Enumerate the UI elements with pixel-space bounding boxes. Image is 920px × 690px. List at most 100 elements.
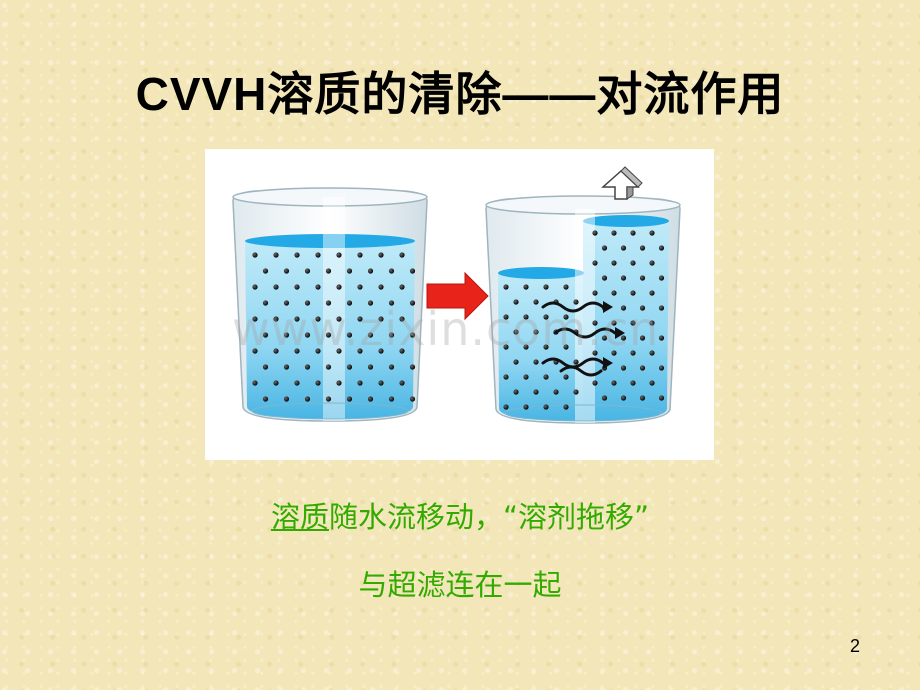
solute-particle — [283, 396, 290, 402]
caption-solute: 溶质 — [270, 500, 329, 534]
solute-particle — [304, 300, 311, 306]
solute-particle — [543, 374, 549, 380]
solute-particle — [252, 348, 258, 354]
solute-particle — [336, 380, 342, 386]
solute-particle — [658, 245, 665, 251]
solute-particle — [658, 275, 665, 281]
solute-particle — [252, 316, 258, 322]
left-beaker — [232, 187, 428, 422]
solute-particle — [399, 380, 405, 386]
caption-line-1-text: 随水流移动，“溶剂拖移” — [328, 500, 650, 534]
solute-particle — [378, 284, 384, 290]
solute-particle — [563, 374, 569, 380]
solute-particle — [503, 404, 509, 410]
solute-particle — [283, 300, 290, 306]
solute-particle — [346, 396, 353, 402]
solute-particle — [601, 335, 608, 341]
solute-particles-right — [503, 230, 665, 410]
solute-particle — [620, 395, 627, 401]
solute-particle — [639, 395, 646, 401]
solute-particle — [611, 350, 617, 356]
solute-particle — [367, 268, 374, 274]
solute-particle — [388, 396, 395, 402]
caption-line-2: 与超滤连在一起 — [358, 568, 562, 602]
solute-particles-left — [252, 252, 416, 402]
solute-particle — [620, 245, 627, 251]
solute-particle — [336, 348, 342, 354]
solute-particle — [357, 316, 363, 322]
solute-particle — [573, 389, 579, 395]
solute-particle — [294, 380, 300, 386]
beaker-illustration: www.zixin.com.cn — [205, 149, 714, 460]
solute-particle — [620, 305, 627, 311]
solute-particle — [325, 396, 332, 402]
solute-particle — [409, 268, 416, 274]
solute-particle — [294, 284, 300, 290]
solute-particle — [262, 396, 269, 402]
solute-particle — [252, 380, 258, 386]
up-arrow-icon — [601, 166, 643, 200]
red-arrow-icon — [426, 271, 489, 321]
solute-particle — [649, 320, 655, 326]
solute-particle — [252, 284, 258, 290]
solute-particle — [649, 260, 655, 266]
solute-particle — [503, 374, 509, 380]
solute-particle — [563, 404, 569, 410]
solute-particle — [325, 364, 332, 370]
solute-particle — [592, 230, 598, 236]
solute-particle — [388, 364, 395, 370]
solute-particle — [533, 359, 539, 365]
solute-particle — [543, 404, 549, 410]
solute-particle — [639, 305, 646, 311]
solute-particle — [273, 252, 279, 258]
solute-particle — [283, 332, 290, 338]
solute-particle — [325, 300, 332, 306]
solute-particle — [357, 348, 363, 354]
solute-particle — [611, 380, 617, 386]
solute-particle — [367, 396, 374, 402]
solute-particle — [630, 290, 636, 296]
solute-particle — [630, 320, 636, 326]
solute-particle — [283, 364, 290, 370]
solute-particle — [620, 365, 627, 371]
solute-particle — [523, 284, 529, 290]
solute-particle — [262, 332, 269, 338]
solute-particle — [601, 395, 608, 401]
solute-particle — [658, 395, 665, 401]
solute-particle — [533, 389, 539, 395]
solute-particle — [592, 350, 598, 356]
solute-particle — [262, 364, 269, 370]
slide-title: CVVH溶质的清除——对流作用 — [135, 68, 785, 120]
solute-particle — [294, 348, 300, 354]
solute-particle — [573, 359, 579, 365]
flow-arrow-icons — [541, 301, 617, 377]
solute-particle — [553, 389, 559, 395]
solute-particle — [533, 329, 539, 335]
solute-particle — [592, 290, 598, 296]
solute-particle — [630, 260, 636, 266]
solute-particle — [336, 252, 342, 258]
solute-particle — [523, 374, 529, 380]
solute-particle — [388, 332, 395, 338]
solute-particle — [388, 268, 395, 274]
page-number: 2 — [850, 636, 861, 656]
solute-particle — [543, 284, 549, 290]
solute-particle — [304, 396, 311, 402]
solute-particle — [513, 359, 519, 365]
solute-particle — [563, 284, 569, 290]
solute-particle — [399, 284, 405, 290]
solute-particle — [409, 396, 416, 402]
solute-particle — [513, 389, 519, 395]
solute-particle — [543, 314, 549, 320]
solute-particle — [357, 252, 363, 258]
solute-particle — [367, 332, 374, 338]
solute-particle — [252, 252, 258, 258]
solute-particle — [294, 316, 300, 322]
solute-particle — [523, 344, 529, 350]
solute-particle — [336, 284, 342, 290]
solute-particle — [262, 268, 269, 274]
solute-particle — [513, 299, 519, 305]
solute-particle — [503, 284, 509, 290]
solute-particle — [573, 299, 579, 305]
solute-particle — [409, 300, 416, 306]
